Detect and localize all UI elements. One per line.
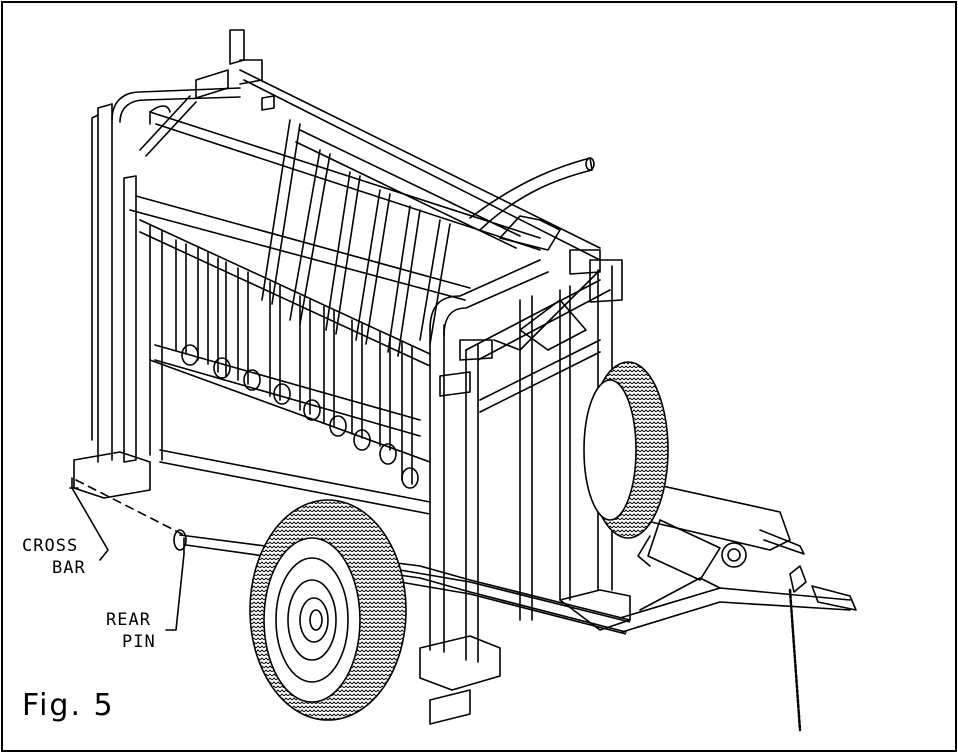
figure-caption: Fig. 5 [22,688,115,723]
cross-bar-label-line1: CROSS [22,536,79,556]
rear-post [91,87,241,463]
slat-rollers [181,344,419,489]
front-wheel-left [249,499,407,721]
rear-pin-label-line1: REAR [106,610,151,630]
rear-pin-label-line2: PIN [122,632,156,652]
side-gate-slats [175,239,413,485]
top-bars [261,119,561,357]
cross-bar-leader [69,477,109,561]
cross-bar-dashed [75,479,183,535]
rear-pin-leader [165,537,185,631]
rear-wheel-right [583,361,669,539]
hitch [637,519,857,732]
cross-bar-label-line2: BAR [52,558,86,578]
squeeze-lever [469,157,595,231]
